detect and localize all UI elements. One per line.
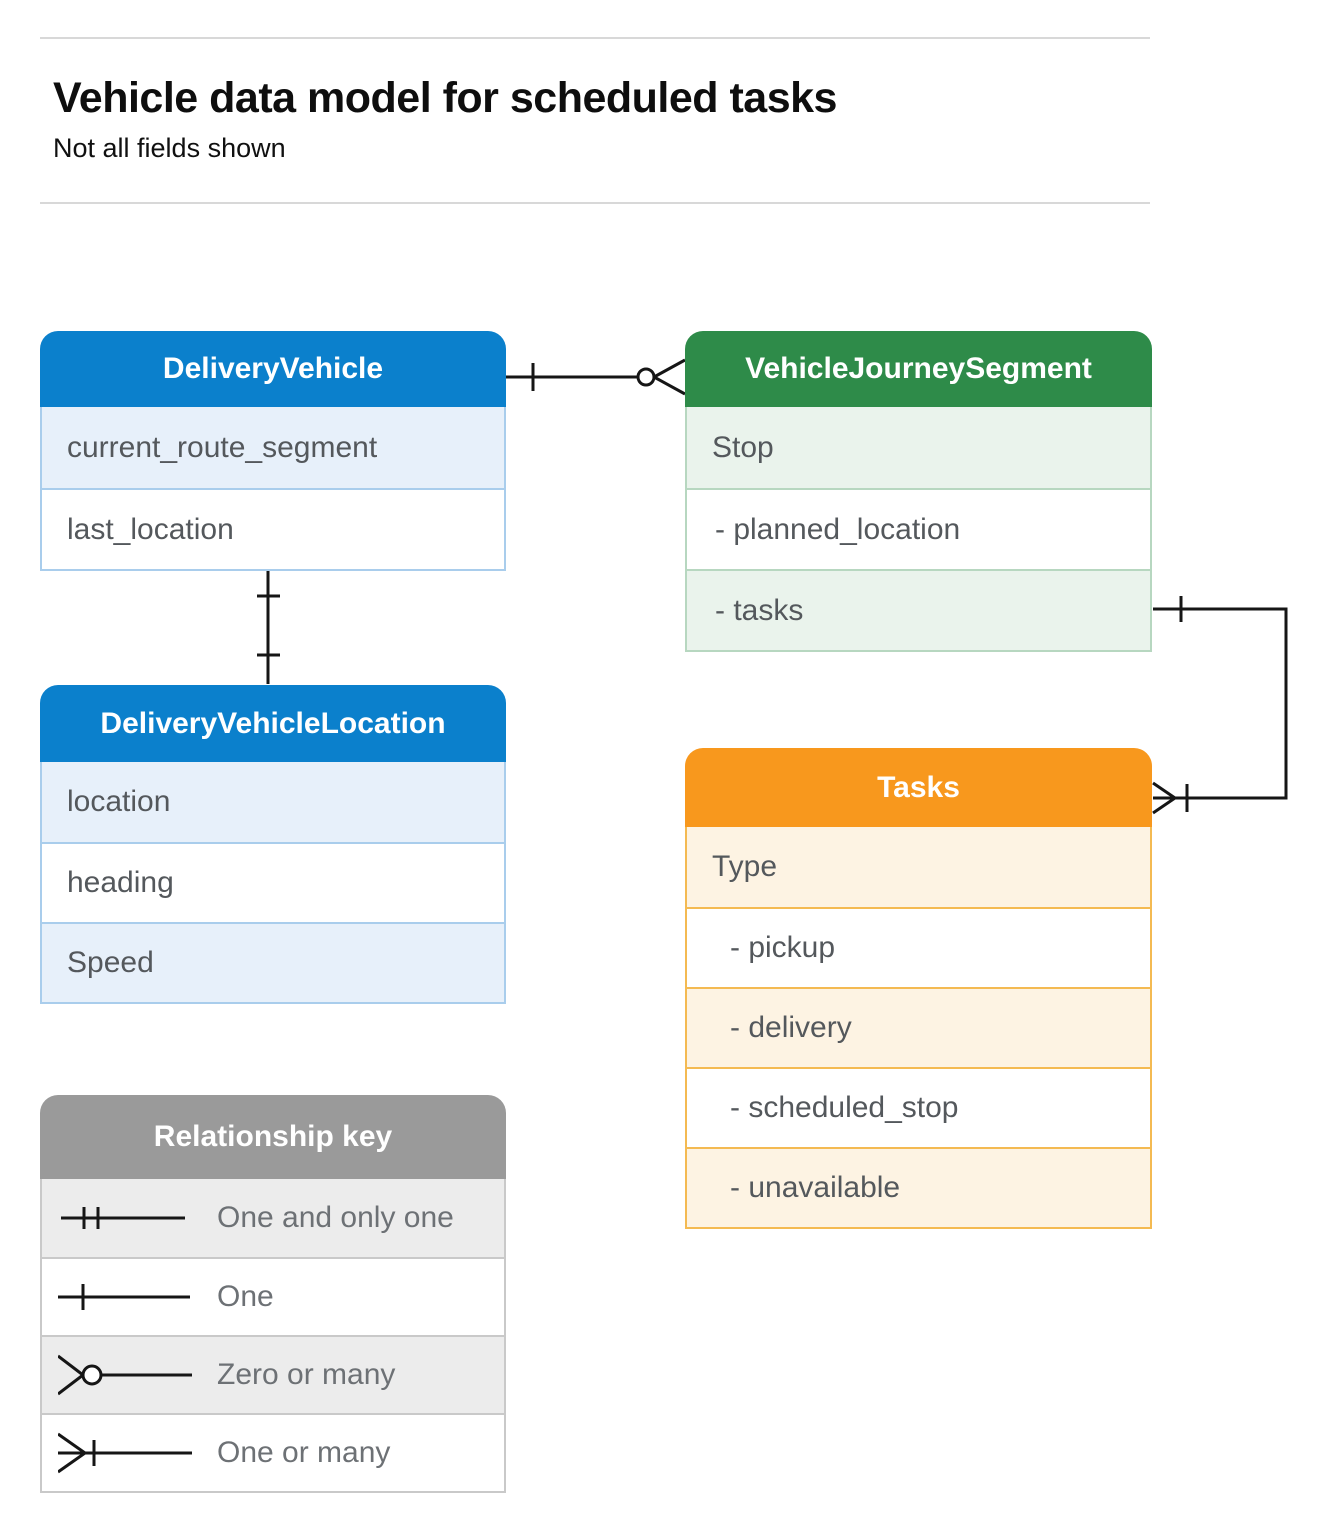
entity-delivery-vehicle-location: DeliveryVehicleLocation location heading…: [40, 685, 506, 1004]
field-type: Type: [687, 827, 1150, 907]
divider-bottom: [40, 202, 1150, 204]
rel-deliveryvehicle-to-deliveryvehiclelocation: [257, 569, 280, 684]
field-last-location: last_location: [42, 488, 504, 569]
one-symbol-icon: [58, 1267, 198, 1327]
crow-foot-upper: [653, 358, 686, 379]
key-row-zero-or-many: Zero or many: [42, 1335, 504, 1413]
one-and-only-one-symbol-icon: [58, 1188, 198, 1248]
entity-vehicle-journey-segment-title: VehicleJourneySegment: [685, 331, 1152, 407]
rel-vehiclejourneysegment-tasks-to-tasks: [1152, 596, 1288, 815]
relationship-key: Relationship key One and only one: [40, 1095, 506, 1493]
entity-tasks-title: Tasks: [685, 748, 1152, 827]
zero-marker-circle: [636, 367, 656, 387]
field-speed: Speed: [42, 922, 504, 1002]
entity-delivery-vehicle: DeliveryVehicle current_route_segment la…: [40, 331, 506, 571]
key-label: One or many: [217, 1436, 391, 1469]
key-label: Zero or many: [217, 1358, 396, 1391]
field-planned-location: - planned_location: [687, 488, 1150, 569]
key-row-one-and-only-one: One and only one: [42, 1179, 504, 1257]
field-heading: heading: [42, 842, 504, 922]
field-stop: Stop: [687, 407, 1150, 488]
field-delivery: - delivery: [687, 987, 1150, 1067]
entity-tasks: Tasks Type - pickup - delivery - schedul…: [685, 748, 1152, 1229]
relationship-key-rows: One and only one One: [40, 1179, 506, 1493]
entity-delivery-vehicle-fields: current_route_segment last_location: [40, 407, 506, 571]
entity-vehicle-journey-segment: VehicleJourneySegment Stop - planned_loc…: [685, 331, 1152, 652]
rel-deliveryvehicle-to-vehiclejourneysegment: [506, 358, 686, 396]
zero-or-many-symbol-icon: [58, 1345, 198, 1405]
crow-foot-upper: [1152, 781, 1176, 800]
divider-top: [40, 37, 1150, 39]
key-label: One and only one: [217, 1201, 454, 1234]
field-current-route-segment: current_route_segment: [42, 407, 504, 488]
key-label: One: [217, 1280, 274, 1313]
page-subtitle: Not all fields shown: [53, 133, 286, 163]
entity-delivery-vehicle-location-title: DeliveryVehicleLocation: [40, 685, 506, 762]
field-tasks: - tasks: [687, 569, 1150, 650]
entity-tasks-fields: Type - pickup - delivery - scheduled_sto…: [685, 827, 1152, 1229]
entity-vehicle-journey-segment-fields: Stop - planned_location - tasks: [685, 407, 1152, 652]
field-scheduled-stop: - scheduled_stop: [687, 1067, 1150, 1147]
one-or-many-symbol-icon: [58, 1423, 198, 1483]
relationship-key-title: Relationship key: [40, 1095, 506, 1179]
field-location: location: [42, 762, 504, 842]
field-pickup: - pickup: [687, 907, 1150, 987]
crow-foot-lower: [1152, 796, 1176, 815]
entity-delivery-vehicle-location-fields: location heading Speed: [40, 762, 506, 1004]
key-row-one: One: [42, 1257, 504, 1335]
key-row-one-or-many: One or many: [42, 1413, 504, 1491]
crow-foot-lower: [653, 375, 686, 396]
field-unavailable: - unavailable: [687, 1147, 1150, 1227]
page-title: Vehicle data model for scheduled tasks: [53, 74, 837, 122]
entity-delivery-vehicle-title: DeliveryVehicle: [40, 331, 506, 407]
